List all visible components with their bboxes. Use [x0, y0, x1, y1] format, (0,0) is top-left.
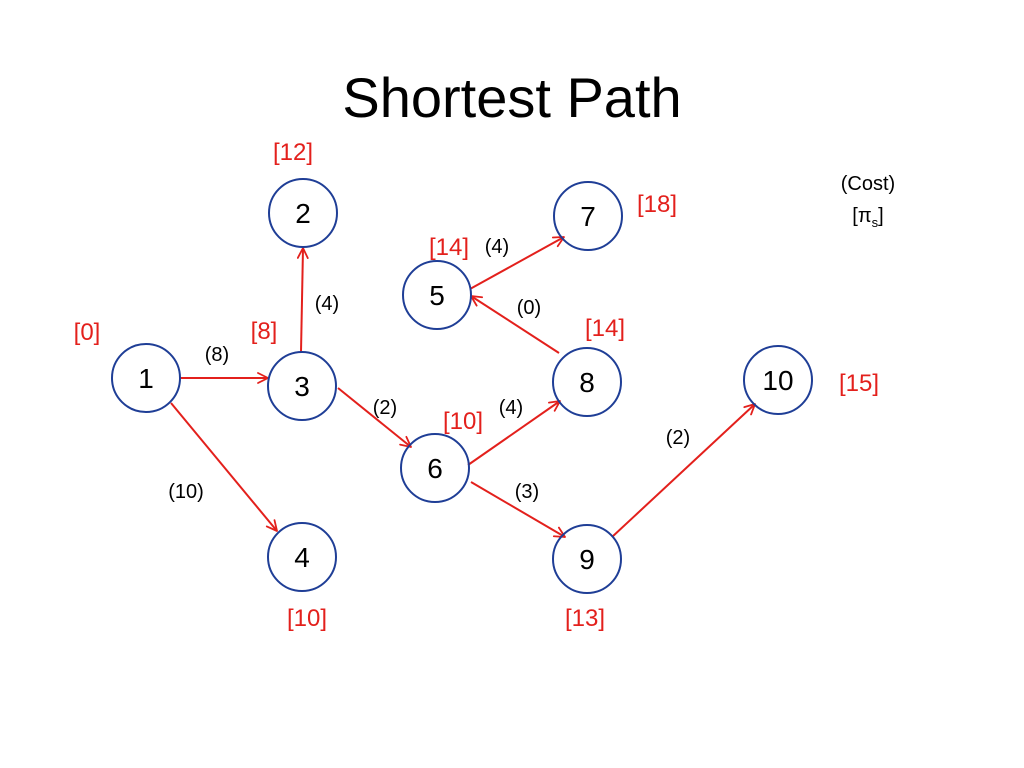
node-10: 10 [15] — [743, 345, 879, 415]
legend-cost-label: (Cost) — [841, 173, 895, 195]
edge-arrow — [470, 295, 560, 354]
edge-arrow — [296, 247, 309, 353]
edge-arrow — [170, 402, 278, 532]
node-5: 5 [14] — [402, 234, 472, 330]
node-distance-label: [10] — [443, 408, 483, 435]
node-label: 9 — [579, 544, 595, 575]
edge-3-to-6: (2) — [337, 387, 412, 448]
edge-arrow — [469, 236, 565, 290]
legend-distance-subscript: s — [872, 215, 879, 230]
slide-title: Shortest Path — [342, 66, 681, 129]
node-circle — [111, 343, 181, 413]
edge-cost-label: (4) — [485, 236, 509, 258]
legend: (Cost) [πs] — [841, 173, 895, 230]
node-distance-label: [14] — [585, 315, 625, 342]
node-circle — [268, 178, 338, 248]
node-distance-label: [15] — [839, 370, 879, 397]
node-circle — [402, 260, 472, 330]
edge-cost-label: (8) — [205, 344, 229, 366]
edge-arrow — [470, 481, 566, 538]
edge-5-to-7: (4) — [469, 236, 565, 290]
edge-cost-label: (4) — [499, 397, 523, 419]
edge-3-to-2: (4) — [296, 247, 339, 353]
edge-cost-label: (0) — [517, 297, 541, 319]
node-label: 8 — [579, 367, 595, 398]
node-distance-label: [0] — [74, 319, 101, 346]
node-circle — [400, 433, 470, 503]
edge-cost-label: (3) — [515, 481, 539, 503]
node-7: 7 [18] — [553, 181, 677, 251]
node-1: 1 [0] — [74, 319, 181, 413]
edge-8-to-5: (0) — [470, 295, 560, 354]
node-circle — [552, 524, 622, 594]
node-label: 6 — [427, 453, 443, 484]
node-label: 2 — [295, 198, 311, 229]
node-3: 3 [8] — [251, 318, 337, 421]
edge-arrow — [611, 403, 756, 538]
edge-9-to-10: (2) — [611, 403, 756, 538]
legend-distance-suffix: ] — [878, 205, 884, 227]
edges: (8) (10) (4) (2) (4) (3) (0) (4) — [168, 236, 756, 538]
node-label: 1 — [138, 363, 154, 394]
node-4: 4 [10] — [267, 522, 337, 632]
edge-cost-label: (2) — [373, 397, 397, 419]
node-distance-label: [8] — [251, 318, 278, 345]
node-circle — [267, 522, 337, 592]
nodes: 1 [0] 2 [12] 3 [8] 4 [10] 5 [14] 6 [10] — [74, 139, 879, 632]
node-distance-label: [14] — [429, 234, 469, 261]
legend-distance-label: [πs] — [852, 205, 883, 230]
node-distance-label: [12] — [273, 139, 313, 166]
node-label: 3 — [294, 371, 310, 402]
node-label: 7 — [580, 201, 596, 232]
edge-cost-label: (2) — [666, 427, 690, 449]
edge-1-to-4: (10) — [168, 402, 278, 532]
legend-distance-prefix: [ — [852, 205, 858, 227]
node-distance-label: [13] — [565, 605, 605, 632]
edge-arrow — [467, 400, 561, 466]
node-distance-label: [10] — [287, 605, 327, 632]
node-2: 2 [12] — [268, 139, 338, 248]
node-8: 8 [14] — [552, 315, 625, 417]
node-label: 4 — [294, 542, 310, 573]
edge-6-to-8: (4) — [467, 397, 561, 466]
node-6: 6 [10] — [400, 408, 483, 503]
node-circle — [743, 345, 813, 415]
edge-cost-label: (4) — [315, 293, 339, 315]
node-circle — [267, 351, 337, 421]
node-circle — [552, 347, 622, 417]
node-9: 9 [13] — [552, 524, 622, 632]
node-label: 10 — [762, 365, 793, 396]
node-circle — [553, 181, 623, 251]
edge-6-to-9: (3) — [470, 481, 566, 538]
edge-1-to-3: (8) — [180, 344, 269, 384]
edge-cost-label: (10) — [168, 481, 204, 503]
edge-arrow — [337, 387, 412, 448]
node-distance-label: [18] — [637, 191, 677, 218]
legend-distance-symbol: π — [858, 205, 872, 227]
node-label: 5 — [429, 280, 445, 311]
